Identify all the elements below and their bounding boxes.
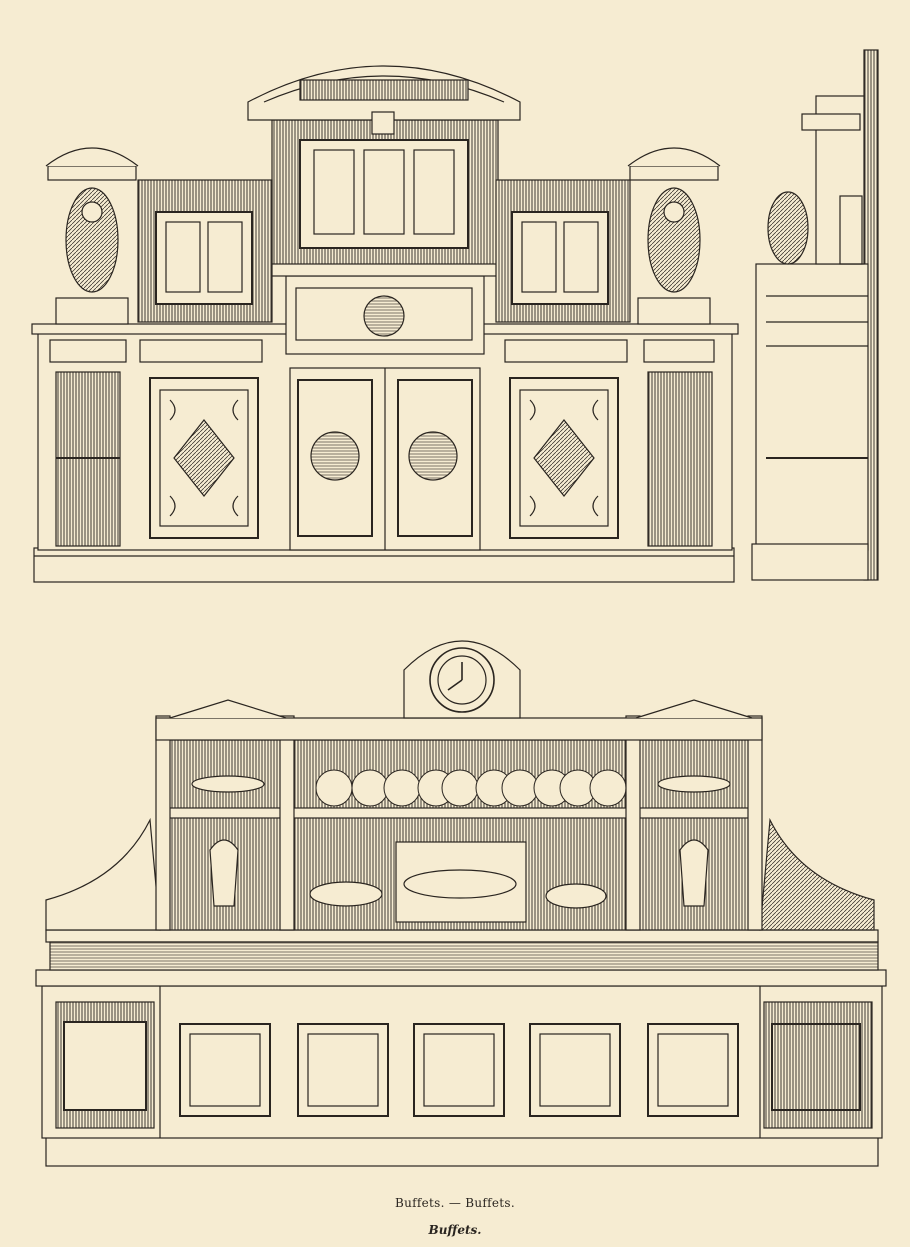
plate-caption-blackletter: Buffets.: [428, 1223, 482, 1237]
top-buffet-elevation: [31, 65, 739, 583]
plate-caption: Buffets. — Buffets.: [395, 1196, 515, 1210]
bottom-buffet-elevation: [35, 640, 887, 1167]
top-buffet-side-section: [751, 49, 879, 581]
